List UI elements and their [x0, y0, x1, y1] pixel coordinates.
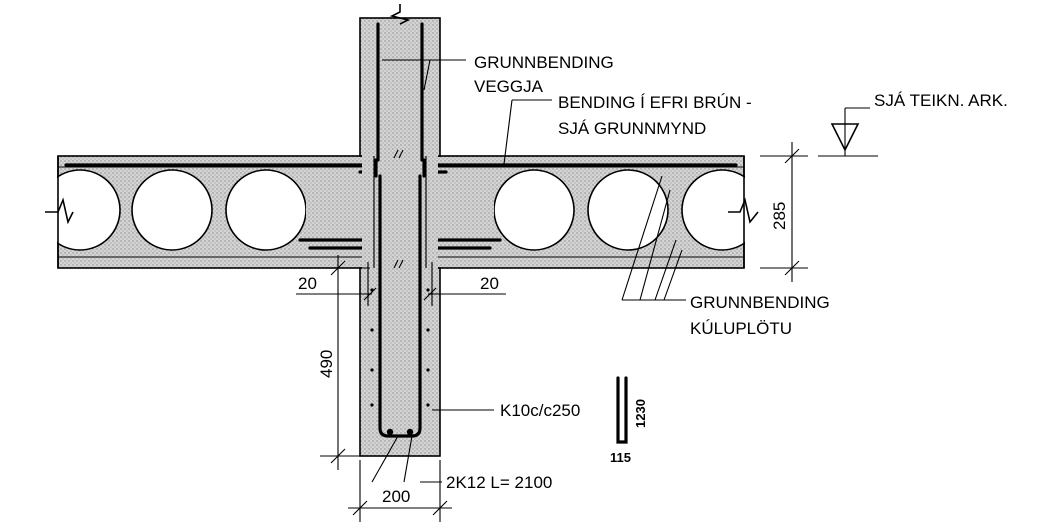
dim-text-1230: 1230: [633, 399, 648, 428]
break-top: [389, 4, 411, 25]
label-top-reinforcement-2: SJÁ GRUNNMYND: [558, 119, 706, 138]
label-wall-reinforcement-2: VEGGJA: [474, 77, 544, 96]
hollow-cores: [39, 169, 763, 251]
dim-text-20-left: 20: [298, 274, 317, 293]
dimension-490: [320, 255, 370, 470]
concrete-wall: [359, 4, 441, 457]
label-bar-spec: 2K12 L= 2100: [446, 473, 552, 492]
label-slab-reinforcement-1: GRUNNBENDING: [690, 293, 830, 312]
dim-text-285: 285: [770, 202, 789, 230]
level-symbol: [818, 107, 878, 157]
dim-text-200: 200: [382, 487, 410, 506]
break-left: [45, 197, 74, 225]
label-top-reinforcement-1: BENDING Í EFRI BRÚN -: [558, 93, 752, 112]
label-slab-reinforcement-2: KÚLUPLÖTU: [690, 319, 792, 338]
leader-lines: [371, 59, 686, 483]
dimension-20-left: [296, 262, 377, 306]
dimension-20-right: [423, 262, 506, 306]
dimension-200: [348, 460, 452, 522]
label-wall-reinforcement-1: GRUNNBENDING: [474, 53, 614, 72]
label-stirrup-spec: K10c/c250: [500, 401, 580, 420]
dim-text-490: 490: [317, 350, 336, 378]
dim-text-20-right: 20: [480, 274, 499, 293]
label-see-drawing: SJÁ TEIKN. ARK.: [874, 91, 1008, 110]
dimension-285: [760, 142, 808, 282]
bar-shape-sketch: [616, 376, 628, 444]
dim-text-115: 115: [610, 450, 631, 465]
break-right: [728, 197, 759, 224]
